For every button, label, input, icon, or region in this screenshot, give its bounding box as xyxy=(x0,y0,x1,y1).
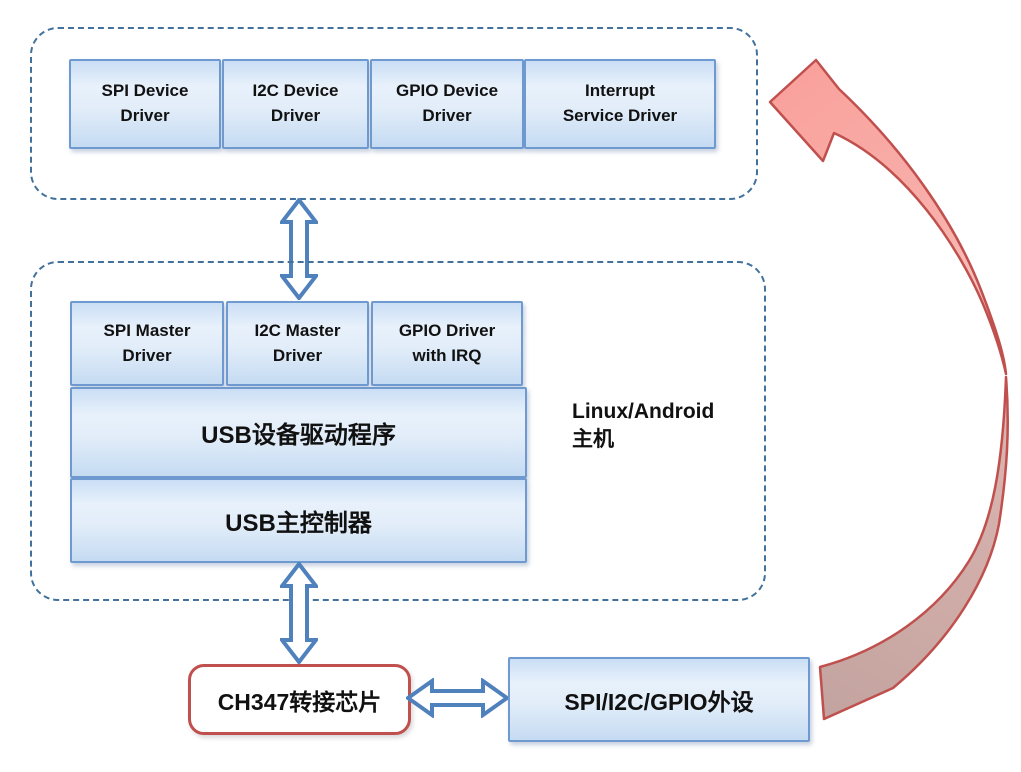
box-spi-device-driver: SPI Device Driver xyxy=(69,59,221,149)
box-gpio-driver-with-irq: GPIO Driver with IRQ xyxy=(371,301,523,386)
box-spi-i2c-gpio-peripheral: SPI/I2C/GPIO外设 xyxy=(508,657,810,742)
box-usb-device-driver: USB设备驱动程序 xyxy=(70,387,527,478)
box-ch347-chip: CH347转接芯片 xyxy=(188,664,411,735)
box-i2c-device-driver: I2C Device Driver xyxy=(222,59,369,149)
double-arrow-horizontal-icon xyxy=(406,678,509,718)
box-spi-master-driver: SPI Master Driver xyxy=(70,301,224,386)
host-layer-label: Linux/Android 主机 xyxy=(572,400,715,452)
box-usb-host-controller: USB主控制器 xyxy=(70,478,527,563)
box-i2c-master-driver: I2C Master Driver xyxy=(226,301,369,386)
host-layer-container xyxy=(30,261,766,601)
device-driver-layer-container xyxy=(30,27,758,200)
box-interrupt-service-driver: Interrupt Service Driver xyxy=(524,59,716,149)
double-arrow-vertical-top-icon xyxy=(280,198,318,300)
box-gpio-device-driver: GPIO Device Driver xyxy=(370,59,524,149)
double-arrow-vertical-bottom-icon xyxy=(280,562,318,664)
